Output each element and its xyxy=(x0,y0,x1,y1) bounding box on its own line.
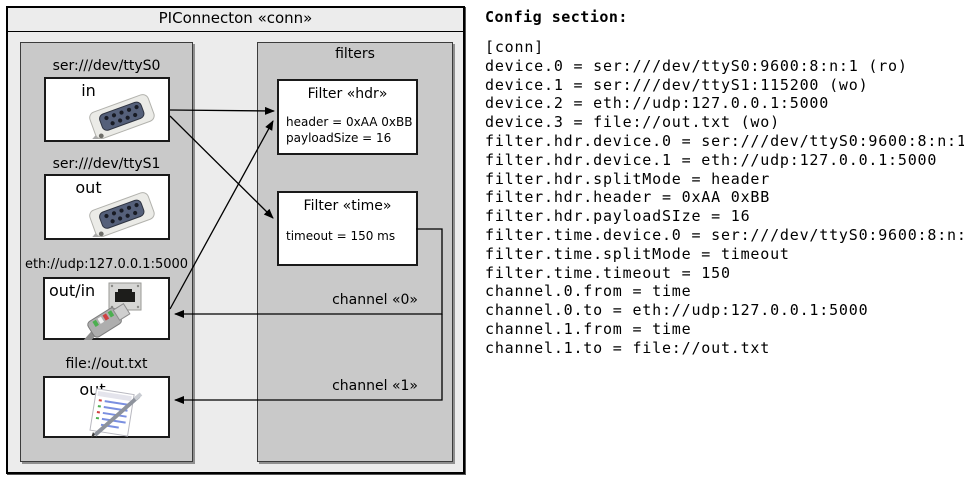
ethernet-connector-icon xyxy=(78,302,131,340)
filter-properties: header = 0xAA 0xBB payloadSize = 16 xyxy=(286,114,412,146)
serial-connector-icon xyxy=(83,192,155,237)
filter-title: Filter «time» xyxy=(303,198,392,214)
device-box-file: out xyxy=(43,376,170,438)
device-uri-label: file://out.txt xyxy=(65,356,148,372)
device-box-eth: out/in xyxy=(43,277,170,340)
diagram-title: PIConnecton «conn» xyxy=(158,9,313,27)
device-uri-label: ser:///dev/ttyS0 xyxy=(52,58,161,74)
filter-title: Filter «hdr» xyxy=(307,86,388,102)
filter-property: payloadSize = 16 xyxy=(286,131,392,145)
port-direction-label: out xyxy=(75,178,102,197)
port-direction-label: in xyxy=(81,81,96,100)
filter-hdr-box: Filter «hdr» header = 0xAA 0xBB payloadS… xyxy=(277,79,418,155)
notepad-icon xyxy=(89,388,143,438)
channel-1-label: channel «1» xyxy=(332,378,418,394)
channel-0-label: channel «0» xyxy=(332,292,418,308)
device-box-ttys0: in xyxy=(44,77,170,142)
config-text: [conn] device.0 = ser:///dev/ttyS0:9600:… xyxy=(485,38,964,357)
filter-properties: timeout = 150 ms xyxy=(286,228,395,244)
config-section-heading: Config section: xyxy=(485,8,628,26)
title-separator xyxy=(8,31,463,32)
device-uri-label: ser:///dev/ttyS1 xyxy=(52,156,161,172)
device-uri-label: eth://udp:127.0.0.1:5000 xyxy=(24,257,189,272)
filter-property: header = 0xAA 0xBB xyxy=(286,115,413,129)
filter-time-box: Filter «time» timeout = 150 ms xyxy=(277,191,418,266)
filters-group-label: filters xyxy=(335,46,375,62)
device-box-ttys1: out xyxy=(44,174,170,240)
port-direction-label: out/in xyxy=(49,281,96,300)
filter-property: timeout = 150 ms xyxy=(286,229,396,243)
serial-connector-icon xyxy=(83,94,155,139)
